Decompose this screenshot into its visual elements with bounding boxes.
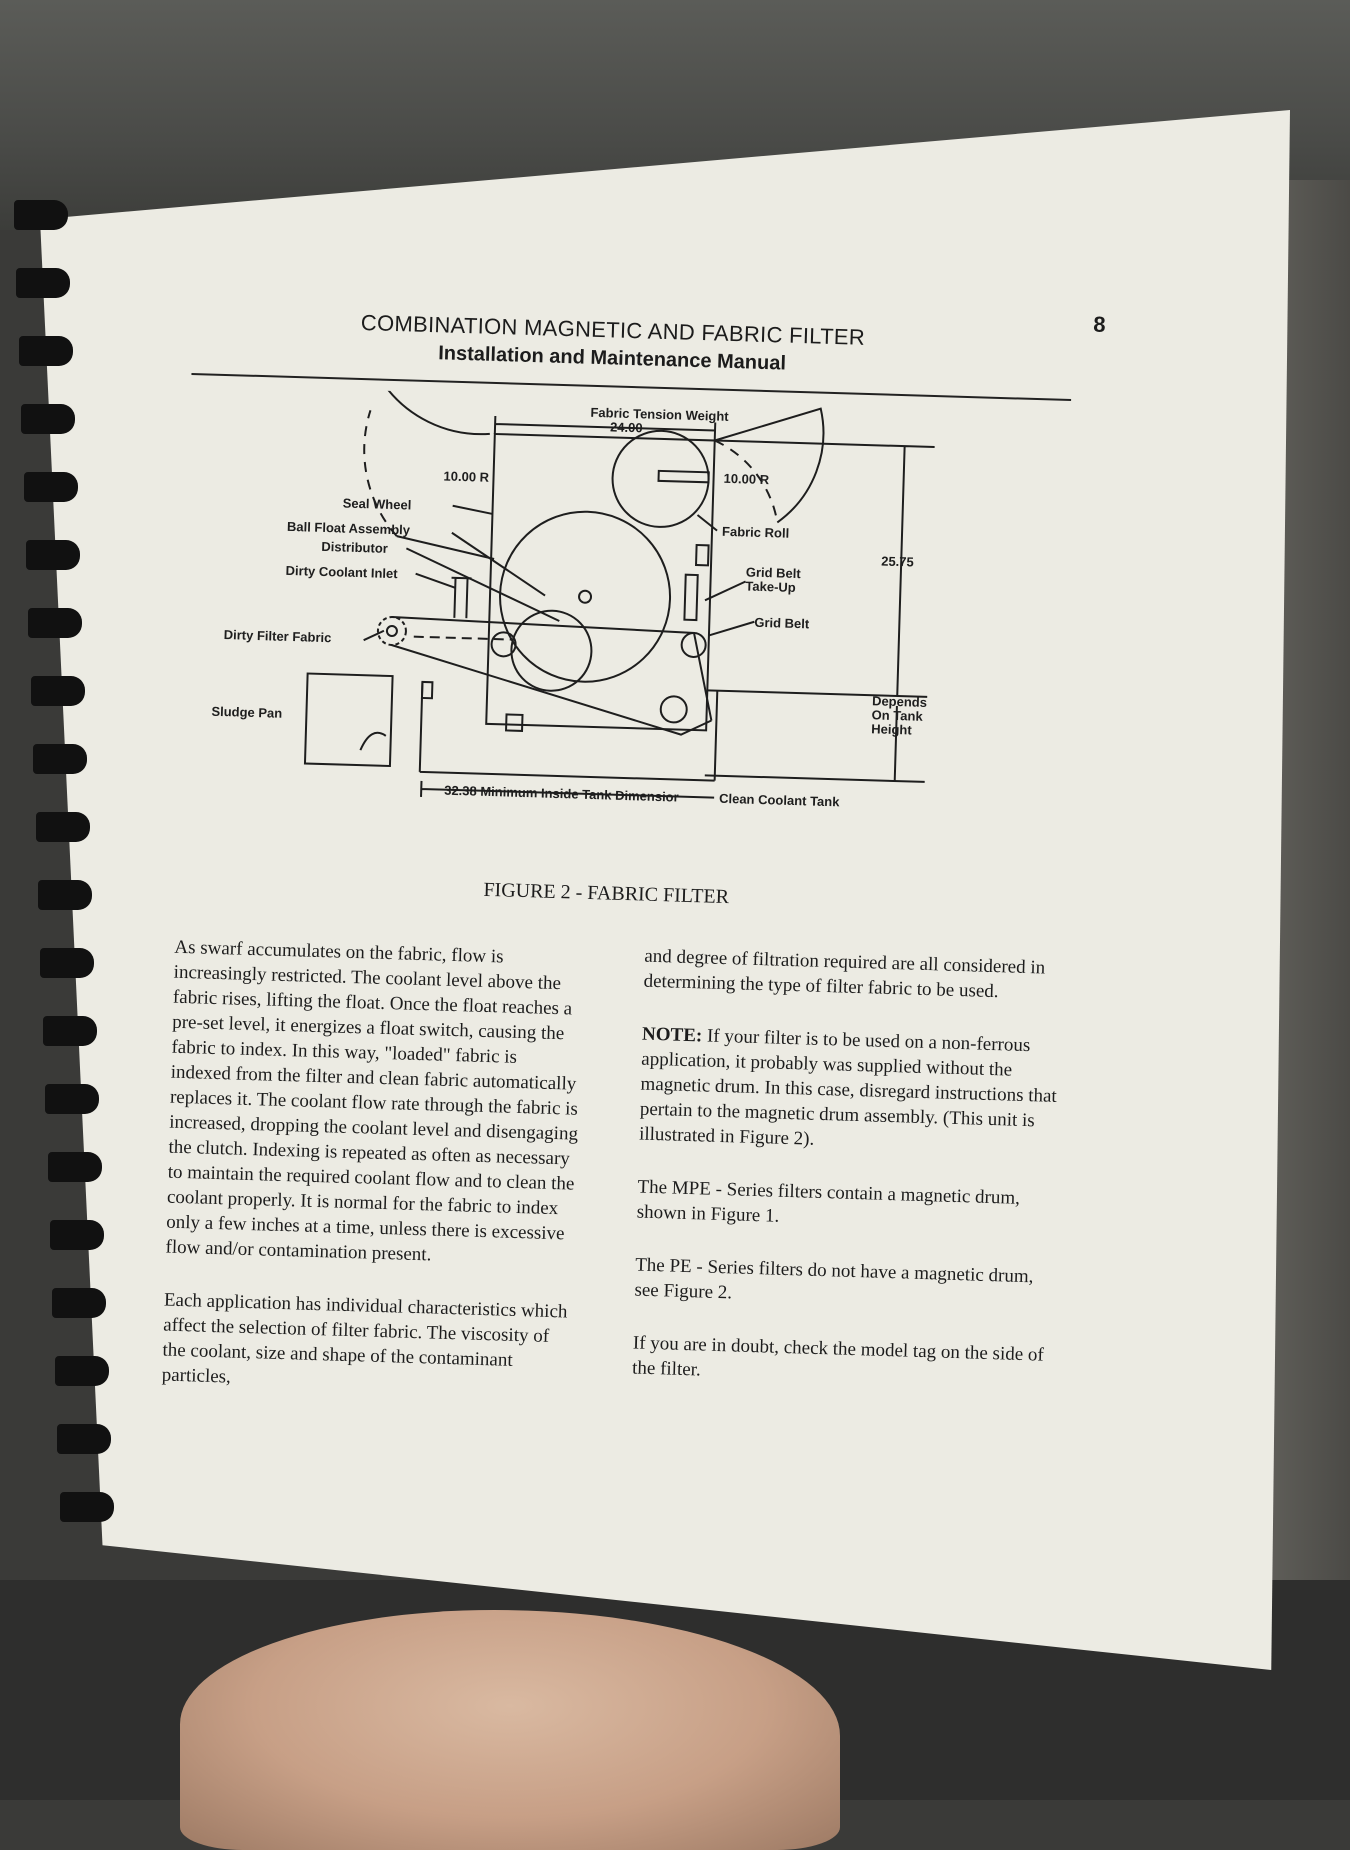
label-depends-1: Depends	[872, 693, 927, 710]
binding-coil	[30, 676, 85, 706]
label-radius-right: 10.00 R	[723, 471, 770, 487]
paragraph-swarf: As swarf accumulates on the fabric, flow…	[165, 936, 579, 1266]
manual-page	[40, 110, 1290, 1670]
binding-coil	[54, 1356, 109, 1386]
binding-coil	[33, 744, 88, 774]
binding-coil	[26, 540, 80, 570]
filter-housing	[485, 432, 716, 732]
paragraph-filtration: and degree of filtration required are al…	[643, 945, 1046, 1003]
binding-coil	[59, 1492, 114, 1522]
label-dim-24: 24.00	[610, 419, 643, 435]
label-clean-coolant-tank: Clean Coolant Tank	[719, 791, 841, 810]
spiral-binding	[10, 200, 120, 1640]
fabric-roll	[611, 429, 710, 528]
label-depends-3: Height	[871, 721, 913, 737]
binding-coil	[21, 404, 76, 434]
binding-coil	[40, 948, 95, 978]
large-drum	[499, 510, 672, 683]
label-fabric-roll: Fabric Roll	[722, 524, 790, 541]
note-label: NOTE:	[641, 1023, 703, 1047]
paragraph-application: Each application has individual characte…	[161, 1289, 568, 1388]
note-text: If your filter is to be used on a non-fe…	[638, 1025, 1058, 1150]
label-dirty-filter-fabric: Dirty Filter Fabric	[224, 627, 332, 645]
binding-coil	[23, 472, 78, 502]
page-number: 8	[1092, 311, 1106, 338]
label-radius-left: 10.00 R	[443, 468, 490, 484]
label-sludge-pan: Sludge Pan	[211, 704, 282, 721]
label-min-inside-dim: 32.38 Minimum Inside Tank Dimensior	[444, 783, 679, 805]
binding-coil	[16, 268, 71, 298]
binding-coil	[57, 1424, 112, 1454]
label-seal-wheel: Seal Wheel	[342, 495, 411, 512]
binding-coil	[50, 1220, 104, 1250]
paragraph-pe-series: The PE - Series filters do not have a ma…	[634, 1254, 1034, 1304]
label-grid-belt-take-up-1: Grid Belt	[746, 564, 802, 581]
paragraph-note: NOTE: If your filter is to be used on a …	[639, 1022, 1063, 1159]
label-dirty-coolant-inlet: Dirty Coolant Inlet	[285, 563, 398, 581]
binding-coil	[18, 336, 73, 366]
paragraph-model-tag: If you are in doubt, check the model tag…	[631, 1332, 1045, 1381]
label-grid-belt: Grid Belt	[754, 615, 810, 632]
text-column-left: As swarf accumulates on the fabric, flow…	[161, 935, 585, 1428]
label-dim-2575: 25.75	[881, 553, 914, 569]
paragraph-mpe-series: The MPE - Series filters contain a magne…	[636, 1176, 1021, 1227]
figure-caption: FIGURE 2 - FABRIC FILTER	[483, 878, 730, 909]
binding-coil	[42, 1016, 97, 1046]
label-grid-belt-take-up-2: Take-Up	[745, 578, 796, 594]
binding-coil	[47, 1152, 102, 1182]
label-fabric-tension-weight: Fabric Tension Weight	[590, 405, 729, 424]
text-column-right: and degree of filtration required are al…	[631, 944, 1065, 1421]
binding-coil	[52, 1288, 107, 1318]
binding-coil	[35, 812, 90, 842]
binding-coil	[28, 608, 83, 638]
drive-sprocket	[376, 616, 407, 647]
binding-coil	[38, 880, 92, 910]
label-depends-2: On Tank	[871, 707, 923, 724]
page-content: 8 COMBINATION MAGNETIC AND FABRIC FILTER…	[158, 255, 1106, 1541]
fabric-filter-diagram: Fabric Tension Weight 24.00 10.00 R 10.0…	[211, 385, 935, 810]
binding-coil	[14, 200, 68, 230]
label-distributor: Distributor	[321, 539, 388, 556]
drum-axle	[578, 589, 593, 604]
binding-coil	[45, 1084, 100, 1114]
label-ball-float-assembly: Ball Float Assembly	[287, 519, 411, 538]
